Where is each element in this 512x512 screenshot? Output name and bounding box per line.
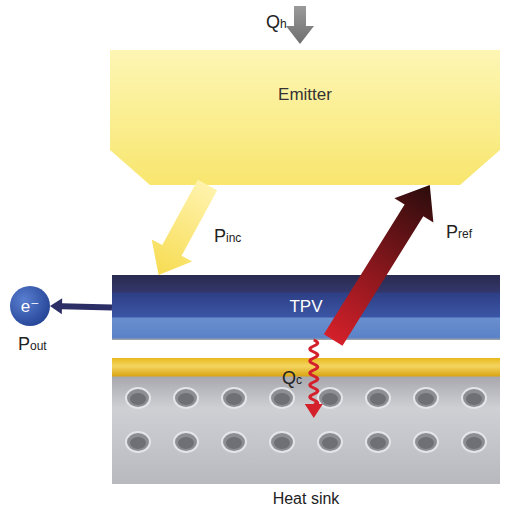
emitter-shape: [110, 50, 500, 185]
power-flow-label: Qc: [282, 368, 302, 389]
cooling-holes: [112, 358, 500, 484]
heat-flow-label: Qh: [266, 12, 287, 33]
power-flow-label: Pinc: [214, 226, 241, 247]
electron-circle: e⁻: [10, 286, 50, 326]
rejected-heat-arrow: [305, 340, 323, 418]
reflected-power-arrow: [324, 185, 434, 346]
electron-label: e⁻: [21, 296, 39, 317]
tpv-cell: TPV: [112, 275, 500, 340]
tpv-label: TPV: [289, 297, 322, 317]
emitter-block: Emitter: [110, 50, 500, 185]
heat-sink-label: Heat sink: [273, 490, 340, 508]
emitter-label: Emitter: [278, 85, 332, 105]
heat-sink-block: Heat sink: [112, 358, 500, 484]
output-power-arrow: [50, 298, 112, 314]
power-flow-label: Pref: [446, 222, 472, 243]
power-flow-label: Pout: [18, 334, 47, 355]
incident-power-arrow: [152, 180, 218, 275]
